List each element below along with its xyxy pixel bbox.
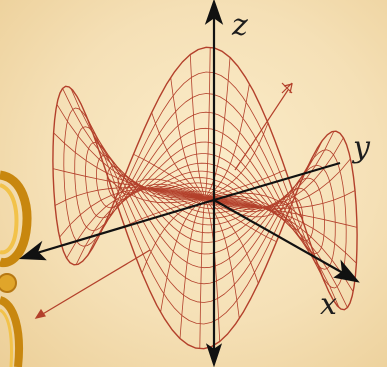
mesh-line	[128, 162, 282, 234]
gold-ornament-icon	[0, 170, 32, 367]
y-axis	[29, 198, 215, 257]
mesh-line	[204, 83, 250, 199]
mesh-line	[199, 197, 206, 349]
mesh-line	[141, 197, 206, 274]
mesh-line	[85, 111, 325, 285]
coordinate-axes	[18, 0, 360, 367]
y-axis-back-arrow-icon	[18, 240, 47, 261]
mesh-line	[182, 190, 228, 206]
z-axis-label: z	[231, 8, 248, 43]
secondary-axis-arrows	[34, 82, 293, 319]
mesh-line	[172, 186, 238, 210]
mesh-line	[204, 47, 211, 199]
mesh-line	[96, 127, 314, 269]
x-axis	[213, 199, 351, 278]
x-axis-label: x	[320, 287, 337, 322]
y-axis-label: y	[351, 130, 371, 165]
mesh-line	[139, 170, 271, 226]
mesh-line	[160, 197, 206, 313]
mesh-line	[63, 71, 347, 325]
mesh-line	[189, 54, 206, 199]
mesh-line	[74, 93, 336, 303]
z-axis-arrow-icon	[204, 0, 224, 25]
x-axis-arrow-icon	[333, 259, 360, 283]
mesh-line	[106, 141, 304, 255]
saddle-surface-mesh	[52, 46, 358, 350]
mesh-line	[52, 46, 358, 350]
mesh-line	[204, 197, 221, 342]
